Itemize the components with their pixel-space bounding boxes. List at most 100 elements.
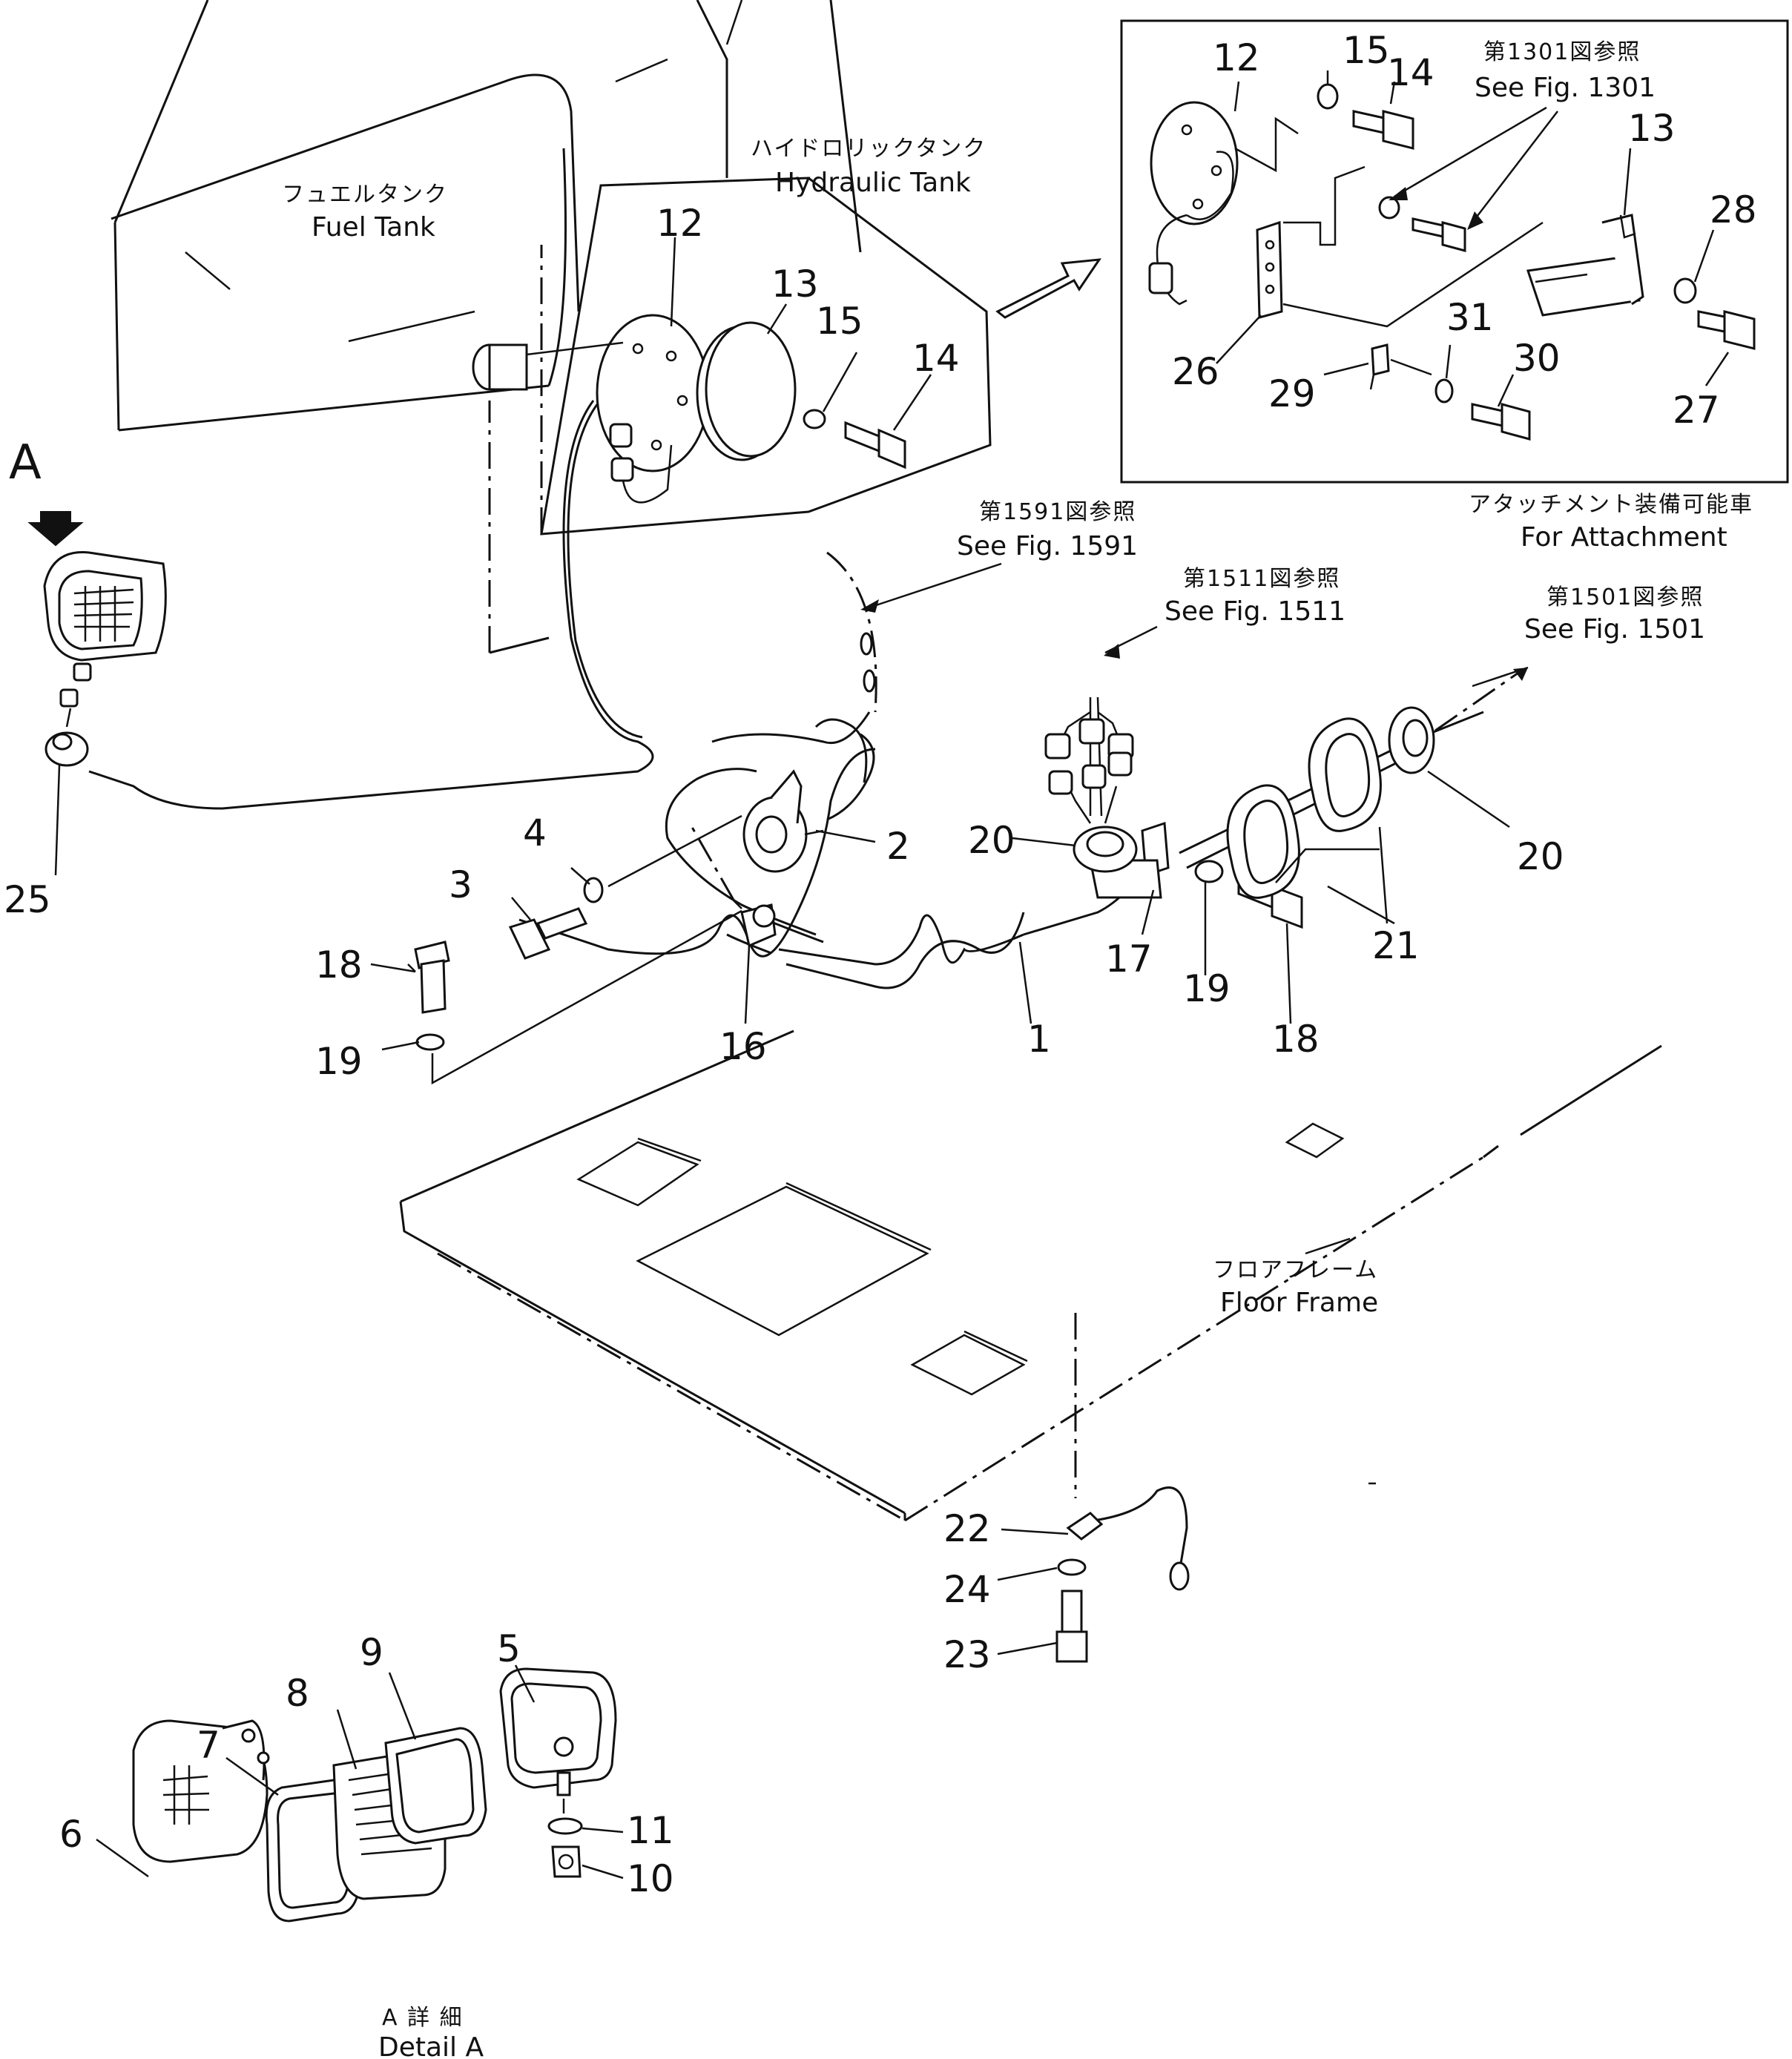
bolt-23	[1055, 1589, 1088, 1663]
fuel-tank-label-en: Fuel Tank	[312, 212, 435, 243]
work-lamp	[43, 551, 167, 728]
lamp-connector-25	[45, 731, 89, 767]
fuel-sender	[472, 341, 673, 504]
bolt-3	[508, 907, 588, 960]
inset-num-26: 26	[1172, 350, 1219, 393]
bolt-14	[844, 421, 906, 470]
part-num-13: 13	[771, 263, 819, 306]
washer-11	[547, 1817, 583, 1835]
cover-13	[696, 321, 797, 461]
ref-arrow-1301-b	[1472, 111, 1558, 223]
fuel-tank	[111, 0, 862, 654]
part-num-21: 21	[1372, 924, 1420, 967]
part-num-10: 10	[627, 1857, 674, 1900]
part-num-18-left: 18	[315, 943, 363, 986]
gasket-9	[384, 1727, 487, 1845]
part-num-3: 3	[449, 863, 472, 906]
inset-num-15: 15	[1343, 29, 1390, 72]
detail-a-label-en: Detail A	[378, 2032, 484, 2059]
part-num-24: 24	[943, 1568, 991, 1611]
part-num-15: 15	[816, 300, 863, 343]
clamp-16	[740, 903, 777, 948]
ref-1301-jp: 第1301図参照	[1483, 39, 1641, 65]
leader-lines	[54, 70, 1730, 1880]
part-num-1: 1	[1027, 1018, 1051, 1061]
ground-cable-22	[1066, 1313, 1190, 1591]
floor-frame-label-en: Floor Frame	[1220, 1288, 1378, 1318]
attachment-label-en: For Attachment	[1521, 522, 1727, 553]
ref-1511-en: See Fig. 1511	[1165, 596, 1345, 627]
inset-washer-fig1301	[1378, 196, 1400, 220]
grommet-20-left	[1073, 826, 1138, 873]
bolt-18-left	[414, 940, 450, 1014]
view-letter-a: A	[9, 435, 42, 490]
washer-15	[803, 409, 826, 429]
washer-19-right	[1194, 860, 1224, 883]
inset-washer-28	[1673, 277, 1697, 304]
ref-arrow-1511	[1104, 644, 1120, 659]
part-num-25: 25	[4, 878, 51, 921]
attachment-inset	[1120, 19, 1789, 484]
washer-24	[1057, 1558, 1087, 1576]
grommet-21-b	[1308, 717, 1382, 832]
ref-1591-jp: 第1591図参照	[979, 499, 1136, 525]
part-num-20-left: 20	[968, 819, 1015, 862]
ref-1301-en: See Fig. 1301	[1475, 73, 1656, 103]
nut-10	[551, 1845, 582, 1878]
part-num-16: 16	[719, 1025, 767, 1068]
inset-washer-31	[1434, 378, 1454, 403]
inset-arrow	[995, 258, 1102, 319]
part-num-22: 22	[943, 1507, 991, 1550]
part-num-9: 9	[360, 1631, 383, 1674]
hydraulic-tank	[472, 177, 992, 536]
part-num-8: 8	[286, 1672, 309, 1715]
inset-num-31: 31	[1446, 296, 1494, 339]
inset-num-29: 29	[1268, 372, 1316, 415]
ref-1511-jp: 第1511図参照	[1183, 566, 1340, 592]
detail-a-lamp-6	[132, 1719, 270, 1863]
inset-num-30: 30	[1513, 337, 1561, 380]
fuel-gauge-flange-12	[596, 314, 710, 472]
connectors-bundle	[1044, 696, 1134, 824]
inset-bolt-30	[1471, 403, 1531, 441]
part-num-19-left: 19	[315, 1040, 363, 1083]
lamp-body-5	[499, 1667, 617, 1813]
ref-arrow-1591	[860, 599, 879, 613]
part-num-19-right: 19	[1183, 967, 1231, 1010]
inset-bolt-14	[1352, 110, 1414, 150]
inset-bolt-27	[1697, 310, 1756, 350]
ref-arrow-1301-a	[1394, 106, 1547, 198]
part-num-23: 23	[943, 1633, 991, 1676]
attachment-label-jp: アタッチメント装備可能車	[1469, 492, 1753, 518]
grommet-20-right	[1388, 706, 1435, 774]
hydraulic-tank-label-en: Hydraulic Tank	[775, 168, 971, 198]
part-num-11: 11	[627, 1809, 674, 1852]
part-num-7: 7	[197, 1724, 220, 1767]
part-num-12: 12	[656, 202, 704, 245]
fuel-tank-label-jp: フュエルタンク	[282, 182, 448, 208]
inset-num-14: 14	[1387, 51, 1434, 94]
inset-num-12: 12	[1213, 36, 1260, 79]
hydraulic-tank-label-jp: ハイドロリックタンク	[751, 136, 986, 162]
inset-bolt-fig1301	[1411, 217, 1466, 252]
part-num-5: 5	[497, 1627, 521, 1670]
horn-2	[742, 769, 824, 873]
part-num-4: 4	[523, 811, 547, 854]
detail-a-label-jp: A 詳 細	[382, 2005, 464, 2031]
inset-clip-29	[1369, 343, 1390, 390]
part-num-20-right: 20	[1517, 835, 1564, 878]
inset-num-28: 28	[1710, 188, 1757, 231]
inset-bracket-26	[1256, 220, 1283, 319]
view-a-arrow	[27, 511, 84, 547]
ref-1591-en: See Fig. 1591	[957, 531, 1138, 561]
part-num-2: 2	[886, 825, 910, 868]
inset-flange-12	[1148, 101, 1239, 306]
floor-frame-label-jp: フロアフレーム	[1213, 1257, 1378, 1283]
part-num-17: 17	[1105, 938, 1153, 981]
part-num-14: 14	[912, 337, 960, 380]
part-num-18-right: 18	[1272, 1018, 1320, 1061]
grommet-21-a	[1226, 784, 1300, 899]
inset-cover-13	[1526, 214, 1644, 317]
ref-arrow-1501	[1513, 668, 1528, 681]
